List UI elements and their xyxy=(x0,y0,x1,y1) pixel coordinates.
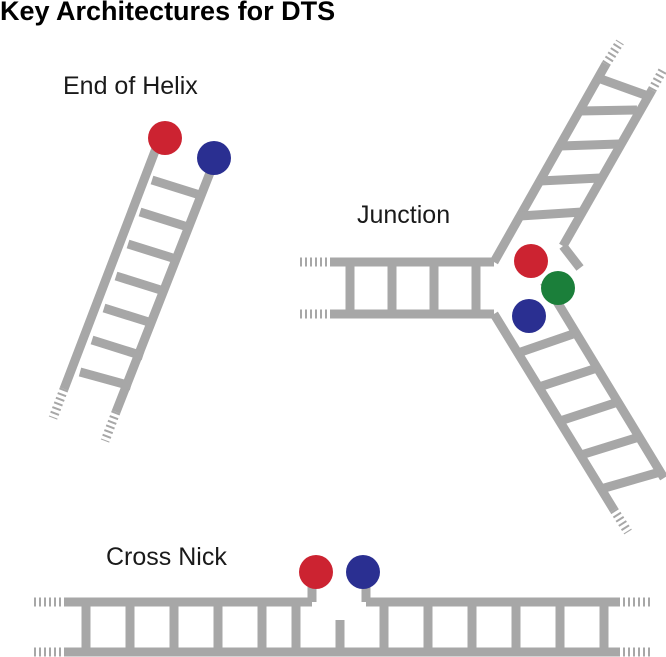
junction-label: Junction xyxy=(357,201,451,229)
junction-upper-strand-a xyxy=(490,61,610,265)
base-pair xyxy=(102,303,157,329)
base-pair xyxy=(90,335,145,361)
red-dye-marker xyxy=(514,244,548,278)
helix-strand-left xyxy=(59,136,165,391)
blue-dye-marker xyxy=(197,141,231,175)
red-dye-marker xyxy=(148,121,182,155)
junction-arm-upper xyxy=(490,39,666,265)
helix-strand-right xyxy=(111,158,220,414)
base-pair xyxy=(599,467,662,494)
red-dye-marker xyxy=(299,555,333,589)
base-pair xyxy=(579,432,641,460)
base-pair xyxy=(559,139,620,151)
junction-upper-end-b xyxy=(648,65,666,93)
end-of-helix-label: End of Helix xyxy=(63,72,198,100)
base-pair xyxy=(126,239,181,265)
base-pair xyxy=(579,105,638,116)
junction-upper-end-a xyxy=(602,39,624,67)
base-pair xyxy=(78,367,133,391)
junction-lower-strand-a xyxy=(490,311,618,513)
base-pair xyxy=(596,73,650,101)
green-dye-marker xyxy=(541,271,575,305)
junction-lower-strand-b xyxy=(552,297,666,481)
junction-upper-strand-b xyxy=(559,87,656,249)
end-of-helix-duplex xyxy=(48,136,220,443)
junction-arm-lower xyxy=(490,243,666,535)
helix-strand-end-right xyxy=(100,410,121,443)
base-pair xyxy=(114,271,169,297)
junction-lower-end-a xyxy=(610,507,632,535)
blue-dye-marker xyxy=(512,299,546,333)
base-pair xyxy=(516,328,578,358)
base-pair xyxy=(519,207,583,221)
base-pair xyxy=(558,397,620,426)
base-pair xyxy=(539,173,601,186)
cross-nick-label: Cross Nick xyxy=(106,543,227,571)
junction-side-stub xyxy=(559,243,584,271)
base-pair xyxy=(138,207,193,233)
junction-arm-left xyxy=(300,257,494,319)
blue-dye-marker xyxy=(346,555,380,589)
base-pair xyxy=(150,175,205,201)
page-title: Key Architectures for DTS xyxy=(0,0,336,26)
cross-nick-duplex xyxy=(34,582,652,657)
base-pair xyxy=(537,363,599,392)
helix-strand-end-left xyxy=(48,387,69,420)
